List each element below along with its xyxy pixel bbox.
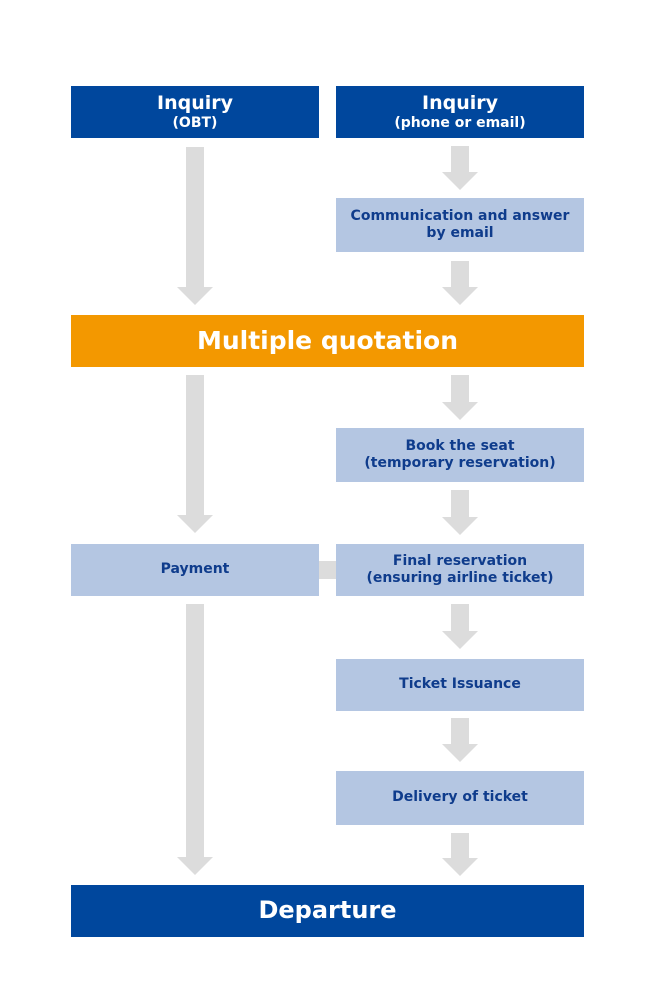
arrow-delivery-to-departure [442, 833, 478, 876]
departure-label: Departure [258, 896, 397, 925]
inquiry-phone-subtitle: (phone or email) [394, 115, 526, 132]
delivery-ticket-box: Delivery of ticket [336, 771, 584, 825]
arrow-phone-to-communication [442, 146, 478, 190]
final-reservation-box: Final reservation (ensuring airline tick… [336, 544, 584, 596]
ticket-issuance-box: Ticket Issuance [336, 659, 584, 711]
departure-box: Departure [71, 885, 584, 937]
arrow-communication-to-quotation [442, 261, 478, 305]
communication-line-1: Communication and answer [350, 207, 570, 224]
inquiry-obt-subtitle: (OBT) [172, 115, 218, 132]
communication-line-2: by email [426, 225, 494, 241]
communication-email-box: Communication and answer by email [336, 198, 584, 252]
inquiry-phone-box: Inquiry (phone or email) [336, 86, 584, 138]
book-seat-line-1: Book the seat [405, 437, 515, 454]
inquiry-obt-title: Inquiry [157, 91, 233, 114]
arrow-issuance-to-delivery [442, 718, 478, 762]
book-seat-line-2: (temporary reservation) [364, 455, 556, 471]
payment-final-connector [319, 561, 336, 579]
arrow-quotation-to-payment [177, 375, 213, 533]
delivery-ticket-label: Delivery of ticket [392, 789, 528, 806]
inquiry-obt-box: Inquiry (OBT) [71, 86, 319, 138]
arrow-book-seat-to-final [442, 490, 478, 535]
arrow-obt-to-quotation [177, 147, 213, 305]
multiple-quotation-box: Multiple quotation [71, 315, 584, 367]
final-reservation-line-1: Final reservation [392, 552, 528, 569]
arrow-final-to-issuance [442, 604, 478, 649]
final-reservation-line-2: (ensuring airline ticket) [366, 570, 554, 586]
ticket-issuance-label: Ticket Issuance [399, 676, 521, 693]
book-seat-box: Book the seat (temporary reservation) [336, 428, 584, 482]
inquiry-phone-title: Inquiry [422, 91, 498, 114]
multiple-quotation-label: Multiple quotation [196, 325, 459, 355]
arrow-payment-to-departure [177, 604, 213, 875]
payment-label: Payment [160, 561, 230, 578]
arrow-quotation-to-book-seat [442, 375, 478, 420]
payment-box: Payment [71, 544, 319, 596]
